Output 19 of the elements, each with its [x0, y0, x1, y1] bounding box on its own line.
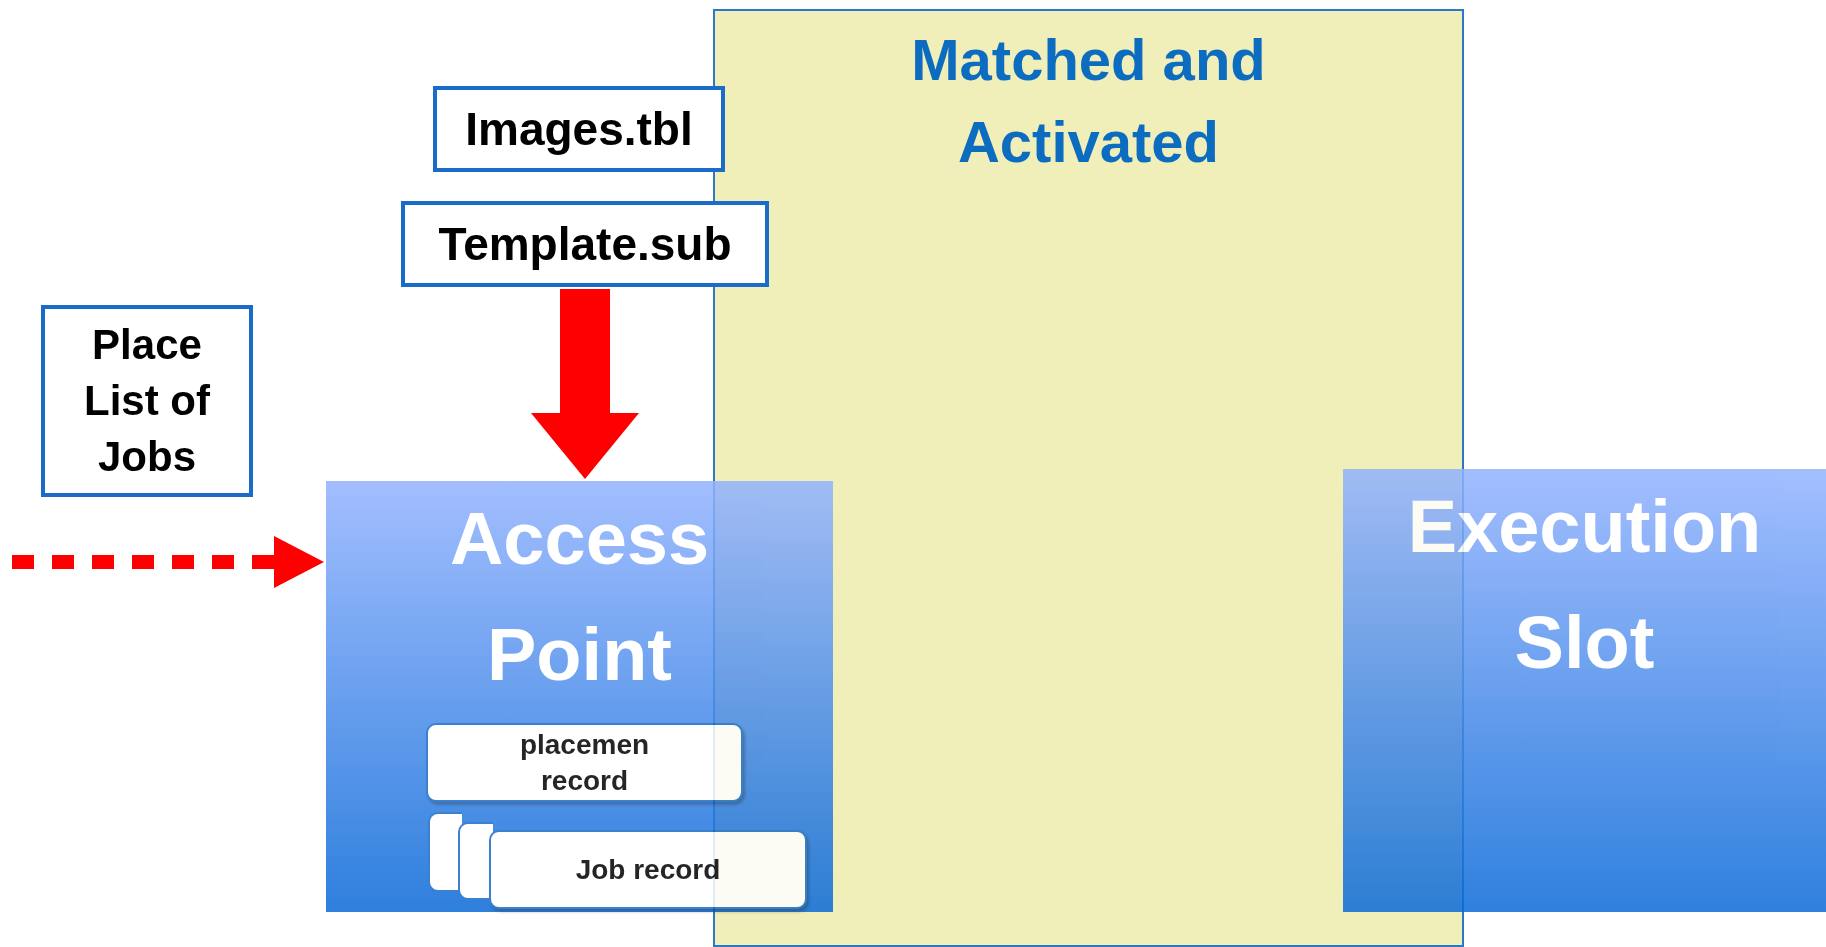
label: Job record: [574, 852, 722, 887]
label: Execution Slot: [1406, 484, 1763, 686]
record-card: [426, 723, 743, 802]
label: Place List of Jobs: [83, 320, 211, 482]
label: Images.tbl: [465, 102, 693, 156]
file-box: [433, 86, 725, 172]
file-box: [401, 201, 769, 287]
stage-box: [326, 481, 833, 912]
block-arrow: [531, 289, 639, 479]
process-box: [41, 305, 253, 497]
label: Template.sub: [438, 217, 732, 271]
record-card: [458, 822, 493, 900]
label: Access Point: [448, 496, 711, 698]
record-card: [428, 812, 462, 892]
label: placemen record: [518, 727, 651, 798]
label: Matched and Activated: [910, 26, 1267, 176]
stage-box: [1343, 469, 1826, 912]
dotted-arrow: [12, 536, 324, 588]
record-card: [489, 830, 807, 909]
